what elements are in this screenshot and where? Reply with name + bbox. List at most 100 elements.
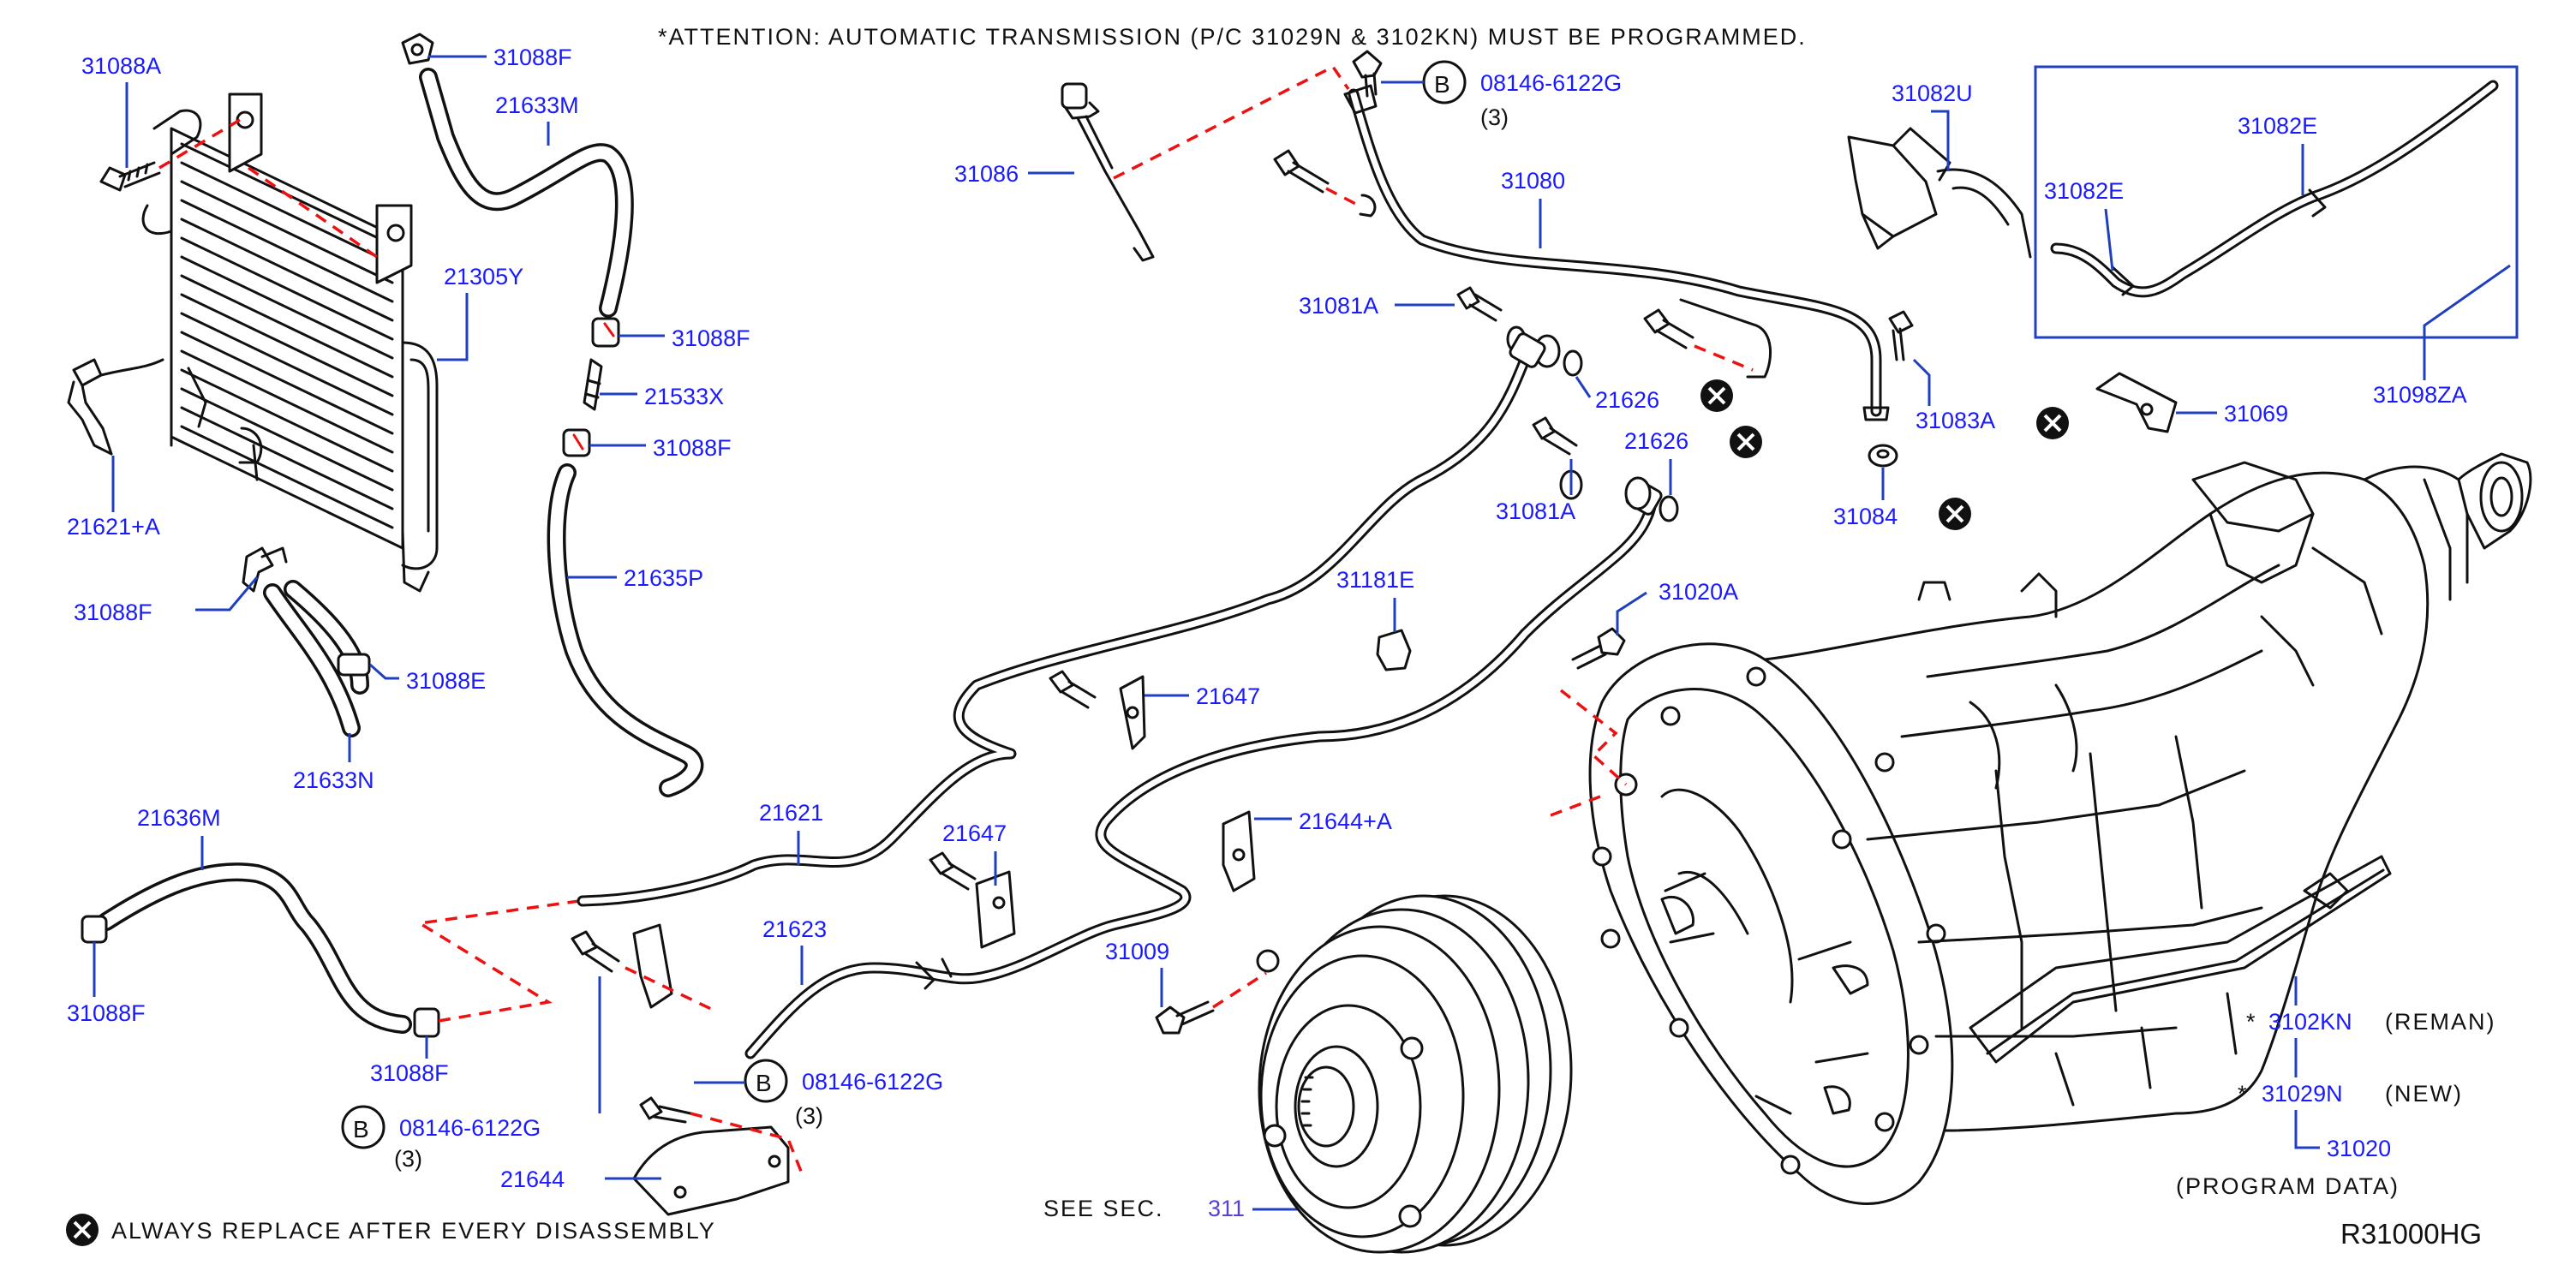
- label-21644[interactable]: 21644: [500, 1167, 565, 1192]
- svg-text:B: B: [756, 1070, 772, 1096]
- label-31086[interactable]: 31086: [954, 161, 1019, 187]
- see-section-note: SEE SEC. 311: [1043, 1196, 1333, 1221]
- label-31082E-a[interactable]: 31082E: [2238, 113, 2317, 139]
- footer-note: ALWAYS REPLACE AFTER EVERY DISASSEMBLY: [111, 1218, 716, 1244]
- harness-box-31098ZA: [2034, 65, 2519, 339]
- label-31088A[interactable]: 31088A: [81, 53, 161, 79]
- label-21633M[interactable]: 21633M: [495, 92, 579, 118]
- label-31069[interactable]: 31069: [2224, 401, 2288, 427]
- bracket-21647-a: [1049, 670, 1146, 750]
- label-31088E[interactable]: 31088E: [406, 668, 486, 694]
- bolt-31081A-b: [1532, 416, 1679, 522]
- hose-21636M: [81, 862, 440, 1038]
- callout-cooler-bracket: [248, 166, 378, 259]
- label-31088F-d[interactable]: 31088F: [67, 1000, 146, 1026]
- label-31020[interactable]: 31020: [2327, 1136, 2391, 1161]
- leader-31088F-c: [195, 576, 259, 612]
- label-21647-a[interactable]: 21647: [1196, 683, 1260, 709]
- label-31081A-b[interactable]: 31081A: [1496, 498, 1575, 524]
- clamp-31088F-c: [242, 546, 288, 593]
- attention-note: *ATTENTION: AUTOMATIC TRANSMISSION (P/C …: [658, 24, 1807, 50]
- bracket-21644A: [1222, 810, 1256, 892]
- leader-31088E: [369, 663, 399, 680]
- label-31088F-c[interactable]: 31088F: [74, 600, 152, 625]
- see-sec-number[interactable]: 311: [1208, 1196, 1245, 1221]
- bolt-b-circle-icon: B: [341, 1105, 386, 1149]
- label-31088F-top[interactable]: 31088F: [493, 45, 572, 70]
- label-08146-left-qty: (3): [394, 1146, 422, 1172]
- star-31029N: *: [2238, 1081, 2247, 1107]
- label-31080[interactable]: 31080: [1501, 168, 1565, 194]
- note-reman: (REMAN): [2385, 1009, 2496, 1035]
- diagram-reference: R31000HG: [2340, 1218, 2482, 1250]
- callout-31020A-a: [1559, 689, 1628, 786]
- label-08146-top[interactable]: 08146-6122G: [1480, 70, 1622, 96]
- bolt-08146-top: [1352, 50, 1383, 98]
- label-21636M[interactable]: 21636M: [137, 805, 221, 831]
- connector-21533X: [583, 358, 603, 411]
- label-31088F-b[interactable]: 31088F: [653, 435, 732, 461]
- label-21635P[interactable]: 21635P: [624, 565, 703, 591]
- clamp-31088F-b: [562, 428, 591, 457]
- callout-31080-bolt: [1325, 187, 1363, 209]
- label-21626-b[interactable]: 21626: [1624, 428, 1688, 454]
- label-21647-b[interactable]: 21647: [942, 820, 1007, 846]
- replace-x-icon: [1730, 426, 1762, 458]
- bolt-31009: [1155, 1000, 1215, 1035]
- bracket-21644: [571, 923, 790, 1216]
- callout-31020A-b: [1550, 795, 1601, 817]
- label-31088F-a[interactable]: 31088F: [672, 325, 750, 351]
- clamp-31088F-a: [591, 317, 620, 348]
- label-31009[interactable]: 31009: [1105, 939, 1169, 964]
- cooler-line-21621: [577, 332, 1546, 907]
- transmission-assembly: [1588, 452, 2532, 1205]
- clamp-21621A: [67, 358, 164, 456]
- bracket-31082U: [1847, 127, 2032, 259]
- svg-text:B: B: [1434, 71, 1450, 98]
- see-sec-prefix: SEE SEC.: [1043, 1196, 1164, 1221]
- label-08146-top-qty: (3): [1480, 104, 1509, 130]
- label-31098ZA[interactable]: 31098ZA: [2373, 382, 2467, 408]
- label-31081A-a[interactable]: 31081A: [1299, 293, 1378, 319]
- label-08146-left[interactable]: 08146-6122G: [399, 1115, 541, 1141]
- callout-31088A: [158, 118, 241, 170]
- label-31029N[interactable]: 31029N: [2262, 1081, 2343, 1107]
- hose-21633N: [263, 580, 371, 737]
- label-31083A[interactable]: 31083A: [1916, 408, 1995, 433]
- label-31082U[interactable]: 31082U: [1892, 81, 1973, 106]
- bolt-b-circle-icon: B: [744, 1059, 788, 1103]
- hose-21633M: [419, 68, 634, 318]
- filler-tube-31080: [1343, 84, 1890, 421]
- label-08146-mid[interactable]: 08146-6122G: [802, 1069, 943, 1095]
- label-31084[interactable]: 31084: [1833, 504, 1898, 529]
- label-21626-a[interactable]: 21626: [1595, 387, 1659, 413]
- label-21644A[interactable]: 21644+A: [1299, 809, 1392, 834]
- label-21305Y[interactable]: 21305Y: [444, 264, 523, 289]
- torque-converter: [1256, 894, 1573, 1254]
- label-31082E-b[interactable]: 31082E: [2044, 178, 2124, 204]
- callout-31009: [1212, 971, 1267, 1009]
- bracket-21647-b: [929, 851, 1016, 949]
- leader-31098ZA: [2423, 264, 2511, 380]
- label-21633N[interactable]: 21633N: [293, 767, 374, 793]
- label-31020A[interactable]: 31020A: [1659, 579, 1738, 605]
- bolt-31080-bracket: [1643, 308, 1694, 349]
- bolt-31088A: [99, 161, 161, 192]
- hose-21635P: [547, 463, 704, 797]
- replace-x-icon: [2036, 407, 2069, 439]
- bolt-31080-side: [1273, 149, 1330, 194]
- label-31088F-e[interactable]: 31088F: [370, 1060, 449, 1086]
- note-new: (NEW): [2385, 1081, 2463, 1107]
- label-3102KN[interactable]: 3102KN: [2268, 1009, 2352, 1035]
- label-21621[interactable]: 21621: [759, 800, 823, 826]
- label-21621A[interactable]: 21621+A: [67, 514, 160, 540]
- label-31181E[interactable]: 31181E: [1336, 567, 1414, 593]
- label-21533X[interactable]: 21533X: [644, 384, 724, 409]
- leader-21626-a: [1575, 376, 1592, 398]
- clamp-31088F-top: [401, 33, 434, 65]
- leader-31020: [2294, 1110, 2320, 1149]
- label-21623[interactable]: 21623: [762, 916, 827, 942]
- star-3102KN: *: [2246, 1009, 2256, 1035]
- leader-21305Y: [437, 293, 469, 361]
